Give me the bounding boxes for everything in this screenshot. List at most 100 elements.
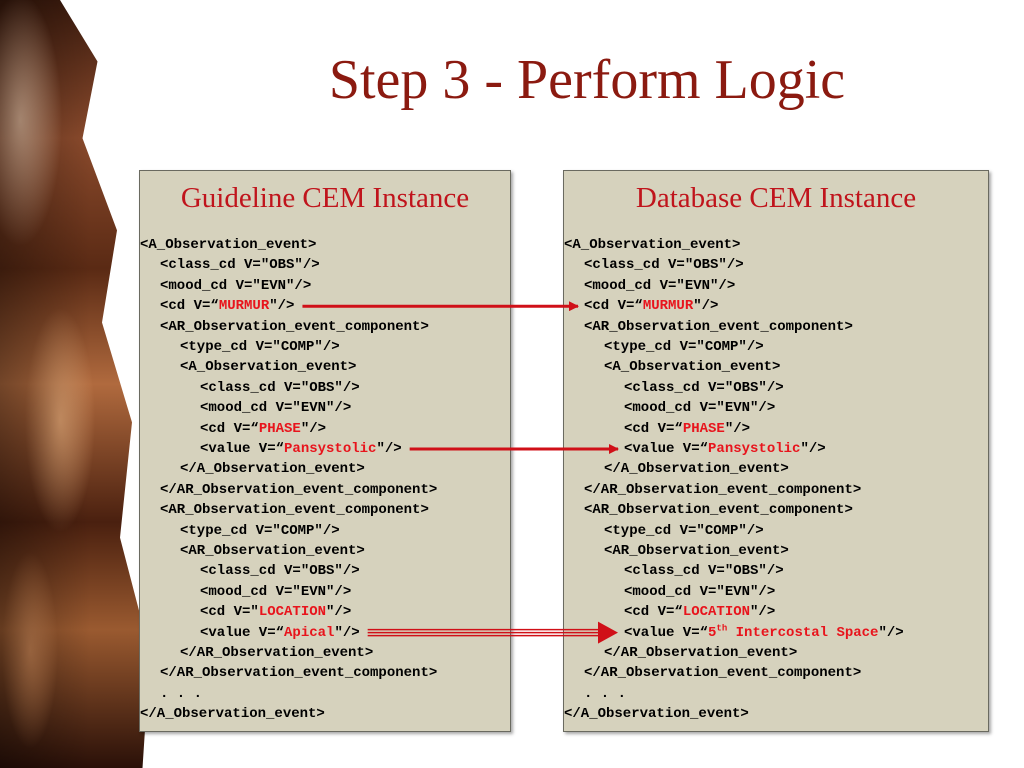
code-text: <type_cd V="COMP"/> xyxy=(604,522,764,539)
highlighted-value: Pansystolic xyxy=(284,441,377,457)
code-text: <cd V=“ xyxy=(160,298,219,315)
code-text: <A_Observation_event> xyxy=(180,359,357,376)
guideline-cem-title: Guideline CEM Instance xyxy=(180,182,470,214)
code-text: <mood_cd V="EVN"/> xyxy=(200,583,352,600)
highlighted-value: Intercostal Space xyxy=(727,624,879,641)
code-line: <cd V=“PHASE"/> xyxy=(624,419,750,439)
highlighted-value: LOCATION xyxy=(682,604,751,621)
code-line: <value V=“Pansystolic"/> xyxy=(624,439,826,459)
highlighted-value: LOCATION xyxy=(258,604,327,621)
code-text: </AR_Observation_event_component> xyxy=(160,665,438,682)
highlighted-value: Pansystolic xyxy=(708,441,801,457)
code-text: <cd V=“ xyxy=(200,420,259,437)
code-line: </A_Observation_event> xyxy=(564,704,749,724)
code-text: <mood_cd V="EVN"/> xyxy=(160,277,312,294)
code-text: </AR_Observation_event_component> xyxy=(584,481,862,498)
highlighted-value: 5 xyxy=(708,624,717,641)
code-line: </AR_Observation_event_component> xyxy=(160,663,437,683)
code-line: <class_cd V="OBS"/> xyxy=(624,561,784,581)
code-line: <mood_cd V="EVN"/> xyxy=(624,398,775,418)
code-line: <class_cd V="OBS"/> xyxy=(624,378,784,398)
code-text: <AR_Observation_event> xyxy=(180,543,365,559)
code-line: <mood_cd V="EVN"/> xyxy=(200,582,351,602)
code-text: "/> xyxy=(300,420,327,437)
code-text: <cd V=" xyxy=(200,604,259,621)
code-text: <type_cd V="COMP"/> xyxy=(180,339,340,355)
code-text: <AR_Observation_event_component> xyxy=(160,318,429,335)
code-line: <class_cd V="OBS"/> xyxy=(200,561,360,581)
code-text: </AR_Observation_event> xyxy=(604,645,798,661)
code-text: <AR_Observation_event_component> xyxy=(160,502,429,519)
code-line: </AR_Observation_event> xyxy=(180,643,373,663)
code-text: <mood_cd V="EVN"/> xyxy=(624,400,776,417)
code-text: "/> xyxy=(878,624,904,641)
code-line: <cd V=“LOCATION"/> xyxy=(624,602,775,622)
code-text: "/> xyxy=(693,298,719,315)
code-text: "/> xyxy=(724,420,751,437)
code-line: . . . xyxy=(584,684,626,704)
code-text: <type_cd V="COMP"/> xyxy=(604,339,764,355)
code-line: <type_cd V="COMP"/> xyxy=(604,521,764,541)
code-line: </AR_Observation_event_component> xyxy=(584,663,861,683)
code-text: </A_Observation_event> xyxy=(564,706,749,723)
code-line: <value V=“Apical"/> xyxy=(200,623,360,643)
code-line: </AR_Observation_event> xyxy=(604,643,797,663)
code-line: <mood_cd V="EVN"/> xyxy=(200,398,351,418)
highlighted-value: th xyxy=(716,622,728,633)
code-text: </A_Observation_event> xyxy=(140,706,325,723)
code-text: <AR_Observation_event> xyxy=(604,543,789,559)
code-text: <mood_cd V="EVN"/> xyxy=(200,400,352,417)
mapping-arrow-head xyxy=(598,621,618,644)
code-text: <class_cd V="OBS"/> xyxy=(200,563,360,580)
code-text: . . . xyxy=(160,685,203,702)
code-line: </A_Observation_event> xyxy=(140,704,325,724)
highlighted-value: Apical xyxy=(284,624,335,641)
code-text: <class_cd V="OBS"/> xyxy=(624,563,784,580)
code-line: . . . xyxy=(160,684,202,704)
code-line: <mood_cd V="EVN"/> xyxy=(160,276,311,296)
code-text: <mood_cd V="EVN"/> xyxy=(624,583,776,600)
code-text: </A_Observation_event> xyxy=(604,461,789,478)
code-text: "/> xyxy=(376,441,402,457)
code-text: <A_Observation_event> xyxy=(604,359,781,376)
code-line: <type_cd V="COMP"/> xyxy=(180,521,340,541)
code-text: "/> xyxy=(326,604,352,621)
highlighted-value: MURMUR xyxy=(218,298,270,315)
code-line: <class_cd V="OBS"/> xyxy=(160,255,320,275)
code-text: </AR_Observation_event> xyxy=(180,645,374,661)
code-text: <class_cd V="OBS"/> xyxy=(584,257,744,274)
code-line: <A_Observation_event> xyxy=(180,357,356,377)
code-line: <cd V=“MURMUR"/> xyxy=(584,296,718,316)
code-line: </A_Observation_event> xyxy=(604,459,789,479)
code-text: . . . xyxy=(584,685,627,702)
code-line: </AR_Observation_event_component> xyxy=(584,480,861,500)
database-cem-panel: Database CEM Instance <A_Observation_eve… xyxy=(563,170,989,732)
code-line: <AR_Observation_event_component> xyxy=(160,317,429,337)
code-text: <A_Observation_event> xyxy=(564,237,741,253)
code-text: </AR_Observation_event_component> xyxy=(160,481,438,498)
code-text: "/> xyxy=(750,604,776,621)
code-text: </AR_Observation_event_component> xyxy=(584,665,862,682)
code-line: <class_cd V="OBS"/> xyxy=(584,255,744,275)
code-text: <class_cd V="OBS"/> xyxy=(160,257,320,274)
code-line: </A_Observation_event> xyxy=(180,459,365,479)
code-text: <class_cd V="OBS"/> xyxy=(624,379,784,396)
code-text: <class_cd V="OBS"/> xyxy=(200,379,360,396)
code-text: <value V=“ xyxy=(624,441,709,457)
code-text: <AR_Observation_event_component> xyxy=(584,502,853,519)
code-text: "/> xyxy=(269,298,295,315)
slide-title: Step 3 - Perform Logic xyxy=(328,49,846,111)
database-cem-title: Database CEM Instance xyxy=(635,182,917,214)
code-text: <AR_Observation_event_component> xyxy=(584,318,853,335)
guideline-cem-panel: Guideline CEM Instance <A_Observation_ev… xyxy=(139,170,511,732)
code-line: <AR_Observation_event> xyxy=(180,541,365,561)
code-line: <cd V=“PHASE"/> xyxy=(200,419,326,439)
code-text: <cd V=“ xyxy=(624,420,683,437)
code-line: <A_Observation_event> xyxy=(564,235,740,255)
code-text: "/> xyxy=(800,441,826,457)
code-line: <AR_Observation_event_component> xyxy=(160,500,429,520)
code-line: <type_cd V="COMP"/> xyxy=(604,337,764,357)
code-line: <AR_Observation_event> xyxy=(604,541,789,561)
code-text: <value V=“ xyxy=(624,624,709,641)
code-text: <value V=“ xyxy=(200,441,285,457)
